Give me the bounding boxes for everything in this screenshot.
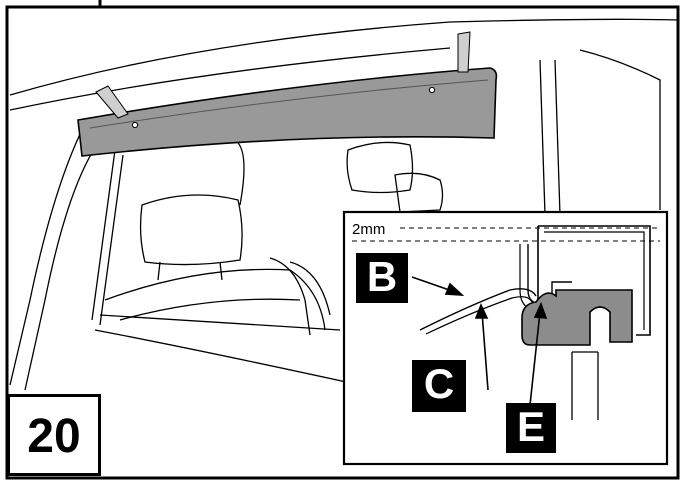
wind-deflector — [77, 31, 498, 157]
seat-back-seam — [119, 298, 301, 321]
tape-tab-rear — [457, 31, 471, 73]
mount-hole-rear — [428, 86, 436, 94]
leader-c — [481, 311, 489, 391]
door-frame-profile — [538, 225, 651, 336]
deflector-profile-inner — [425, 296, 533, 335]
leader-e — [529, 311, 541, 406]
callout-e: E — [506, 403, 556, 453]
headrest-rear-right — [394, 172, 444, 213]
front-seat — [104, 139, 331, 336]
rear-seat — [346, 141, 444, 213]
callout-c: C — [412, 360, 466, 412]
dimension-label: 2mm — [352, 221, 386, 238]
seat-shadow-line — [234, 139, 245, 206]
roof-line-rear — [449, 18, 679, 23]
roof-line-upper — [9, 21, 451, 96]
tape-tab-front — [95, 85, 129, 119]
step-number: 20 — [27, 410, 81, 463]
door-frame-front-inner — [99, 154, 124, 326]
window-glass — [571, 351, 599, 420]
mount-hole-front — [131, 121, 139, 129]
seat-side — [269, 257, 311, 336]
seal-clip — [521, 289, 633, 346]
headrest-posts — [157, 261, 223, 281]
headrest-rear — [346, 141, 414, 194]
panel-frame — [5, 5, 680, 480]
headrest-front — [139, 194, 243, 266]
seat-side-inner — [289, 261, 331, 316]
callout-b: B — [356, 253, 408, 303]
deflector-body — [77, 67, 498, 157]
roof-line-lower — [9, 47, 451, 111]
step-number-box: 20 — [7, 394, 101, 476]
a-pillar-outer — [9, 117, 89, 386]
arrowhead-b — [444, 282, 465, 296]
b-pillar-right — [554, 59, 561, 216]
leader-lines — [411, 276, 548, 406]
rear-door-frame — [579, 49, 661, 210]
vehicle-outline — [9, 18, 679, 391]
arrowhead-e — [533, 301, 548, 319]
belt-line — [99, 314, 341, 331]
b-pillar-left — [539, 59, 546, 216]
door-frame-front — [91, 149, 116, 321]
seat-back-top — [104, 268, 326, 331]
arrowhead-c — [474, 302, 489, 319]
deflector-edge — [89, 79, 489, 129]
deflector-profile-outer — [419, 288, 537, 331]
window-sill — [94, 329, 361, 386]
door-frame-inner — [544, 231, 645, 330]
